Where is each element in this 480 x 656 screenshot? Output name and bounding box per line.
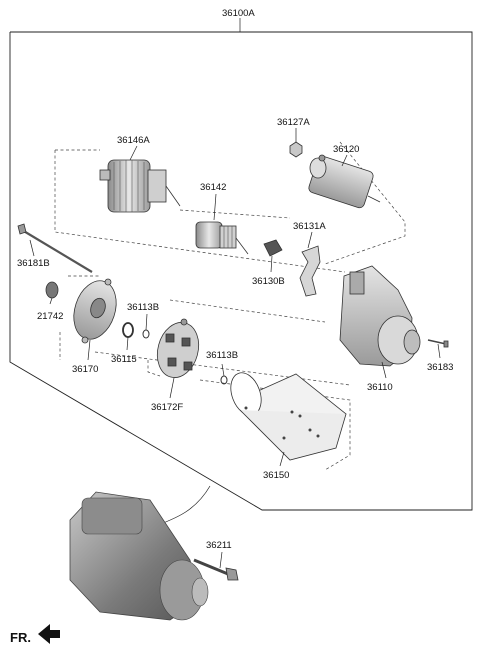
label-washer-lower: 36113B: [206, 350, 238, 361]
yoke-part: [230, 372, 347, 461]
lever-part: [299, 245, 321, 297]
label-mounting-bolt: 36211: [206, 540, 232, 551]
direction-label: FR.: [10, 630, 31, 645]
mounting-bolt-part: [193, 558, 239, 581]
housing-screw-part: [427, 339, 449, 348]
label-end-frame: 36170: [72, 364, 98, 375]
solenoid-nut-part: [289, 141, 303, 158]
label-lever-pin: 36130B: [252, 276, 285, 287]
label-snap-ring: 36115: [111, 354, 137, 365]
label-seal: 21742: [37, 311, 63, 322]
snap-ring-part: [122, 322, 134, 338]
label-solenoid-nut: 36127A: [277, 117, 310, 128]
starter-motor-assembly: [69, 491, 209, 621]
label-brush-holder: 36172F: [151, 402, 183, 413]
through-bolt-part: [17, 223, 93, 273]
brush-holder-part: [156, 318, 200, 378]
label-armature: 36146A: [117, 135, 150, 146]
label-yoke: 36150: [263, 470, 289, 481]
label-drive-gear: 36142: [200, 182, 226, 193]
lever-pin-part: [263, 239, 283, 257]
drive-gear-part: [195, 221, 249, 255]
label-lever: 36131A: [293, 221, 326, 232]
label-front-housing: 36110: [367, 382, 393, 393]
solenoid-part: [308, 154, 381, 209]
front-housing-part: [339, 265, 421, 367]
seal-part: [45, 281, 59, 299]
armature-part: [99, 159, 181, 213]
label-through-bolt: 36181B: [17, 258, 50, 269]
end-frame-part: [73, 278, 117, 344]
direction-arrow-icon: [38, 624, 60, 644]
assembly-frame: [9, 18, 473, 511]
assembly-label: 36100A: [222, 8, 255, 19]
washer-lower-part: [220, 375, 228, 385]
label-housing-screw: 36183: [427, 362, 453, 373]
washer-upper-part: [142, 329, 150, 339]
label-solenoid: 36120: [333, 144, 359, 155]
label-washer-upper: 36113B: [127, 302, 159, 313]
